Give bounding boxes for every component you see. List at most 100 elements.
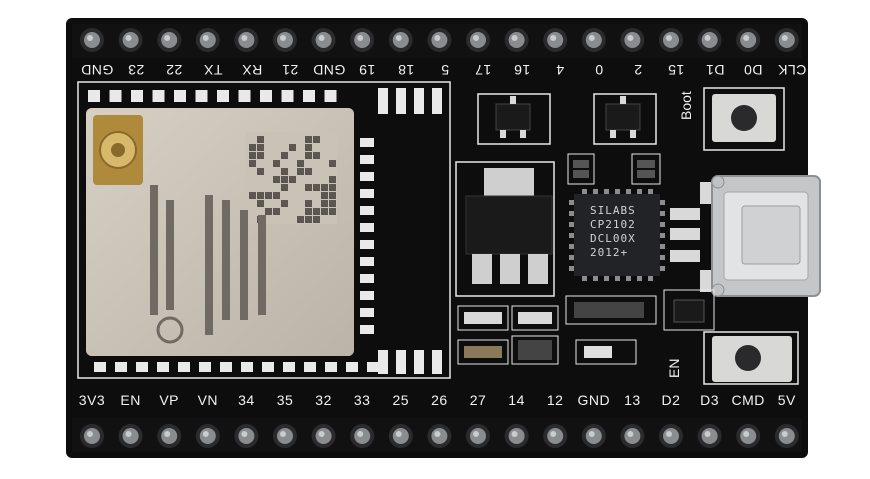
top-pin-highlight [511,35,518,41]
chip-pin [569,211,574,216]
module-pad [325,362,337,372]
top-pin-highlight [666,35,672,41]
qr-cell [321,184,328,191]
chip-pin [569,244,574,249]
chip-pin [626,189,631,194]
bottom-pin-label: 5V [777,392,796,408]
module-pad [220,362,232,372]
top-pin-highlight [704,35,711,41]
qr-cell [281,152,288,159]
transistor-q2-outline [593,93,657,145]
boot-button-outline [703,87,785,151]
bottom-pin-highlight [473,431,479,437]
qr-cell [257,168,264,175]
en-button-cap[interactable] [735,345,761,371]
module-pad [360,325,374,334]
transistor-q1-outline [477,93,551,145]
chip-pin [637,189,642,194]
top-resistor-pads [378,88,442,114]
qr-cell [329,192,336,199]
qr-cell [305,208,312,215]
qr-cell [329,176,336,183]
top-pin-label: CLK [777,62,807,78]
chip-pin [615,189,620,194]
module-pad [195,90,208,102]
module-pad [94,362,106,372]
module-pad [131,90,143,102]
module-pad [174,90,186,102]
chip-pin [648,189,653,194]
module-pad [360,155,374,164]
bottom-pin-highlight [318,431,325,437]
qr-cell [297,168,304,175]
top-pin-label: 0 [594,62,604,78]
bottom-pin-highlight [87,431,93,437]
bottom-pin-highlight [357,431,364,437]
top-pin-highlight [627,35,634,41]
qr-cell [321,200,328,207]
cp2102-marking: SILABS CP2102 DCL00X 2012+ [590,204,636,260]
chip-pin [569,266,574,271]
top-pin-label: 4 [556,62,565,78]
top-pin-highlight [743,35,750,41]
qr-cell [321,192,328,199]
qr-cell [305,184,312,191]
bottom-pin-highlight [434,431,441,437]
module-pad [360,291,374,300]
chip-pin [604,276,609,281]
qr-cell [313,216,320,223]
module-marking-lines [150,185,266,335]
qr-cell [305,216,312,223]
module-pad [217,90,229,102]
boot-silkscreen: Boot [678,91,694,120]
module-pad [136,362,148,372]
top-pin-label: 18 [397,62,415,78]
bottom-pin-label: 26 [431,392,448,408]
top-pin-label: 5 [440,62,449,78]
chip-pin [660,255,665,260]
qr-cell [329,200,336,207]
transistor-q1 [495,103,531,131]
bottom-pin-label: GND [577,392,611,408]
qr-cell [273,176,280,183]
module-pad [432,350,442,374]
module-pad [360,308,374,317]
bottom-pin-highlight [125,431,132,437]
chip-pin [637,276,642,281]
module-pad [324,90,337,102]
top-pin-highlight [202,35,209,41]
bottom-pin-highlight [280,431,286,437]
module-pad [346,362,358,372]
qr-cell [289,144,296,151]
qr-cell [257,136,264,143]
chip-line-3: DCL00X [590,232,636,245]
module-pad [360,138,374,147]
module-pad [396,350,406,374]
qr-cell [305,200,312,207]
en-button-outline [703,331,799,385]
qr-cell [265,208,272,215]
qr-cell [257,200,264,207]
module-pad [360,257,374,266]
top-pin-highlight [434,35,441,41]
qr-cell [273,160,280,167]
qr-cell [257,152,264,159]
module-castellated-pads [88,90,337,102]
top-pin-label: 16 [513,62,531,78]
top-pin-highlight [357,35,364,41]
module-silkscreen-outline [77,81,451,379]
module-pad [262,362,274,372]
module-pad [199,362,211,372]
chip-pin [593,189,598,194]
chip-line-4: 2012+ [590,246,629,259]
qr-cell [249,160,256,167]
boot-button-cap[interactable] [731,105,757,131]
bottom-pin-label: D2 [661,392,681,408]
chip-pin [582,276,587,281]
qr-cell [281,176,288,183]
module-pad [360,189,374,198]
qr-cell [313,208,320,215]
bottom-pin-highlight [704,431,711,437]
